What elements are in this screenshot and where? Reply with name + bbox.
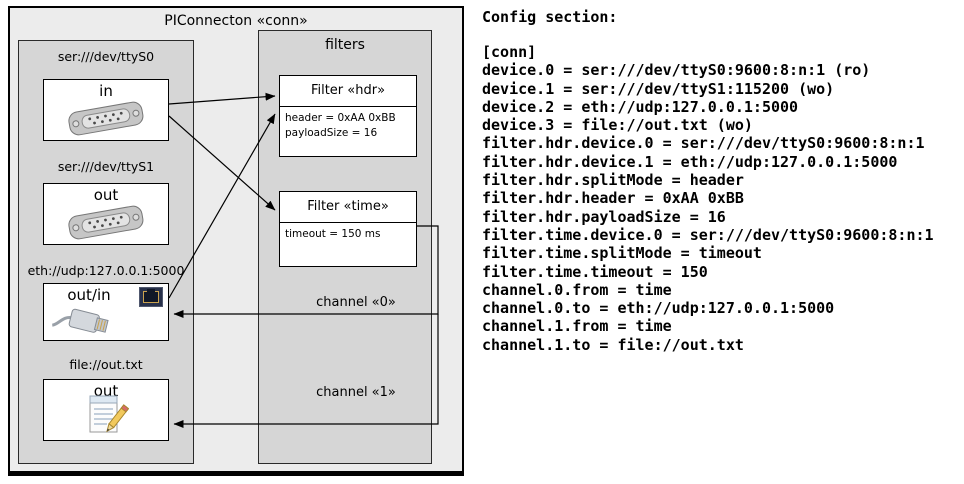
device-box-ttys1: out xyxy=(43,183,169,245)
filters-panel: filters Filter «hdr» header = 0xAA 0xBB … xyxy=(258,30,432,464)
device-box-file: out xyxy=(43,379,169,441)
device-address-eth: eth://udp:127.0.0.1:5000 xyxy=(27,263,185,278)
device-port-label: in xyxy=(99,82,113,100)
filter-title: Filter «time» xyxy=(307,199,389,214)
ethernet-jack-icon xyxy=(139,287,163,307)
filter-property: timeout = 150 ms xyxy=(285,228,381,240)
config-lines: [conn] device.0 = ser:///dev/ttyS0:9600:… xyxy=(482,43,934,354)
config-section: Config section: [conn] device.0 = ser://… xyxy=(482,8,960,354)
devices-panel: ser:///dev/ttyS0 in ser:///dev/ttyS1 xyxy=(18,40,194,464)
document-icon xyxy=(89,395,129,433)
diagram-title: PIConnecton «conn» xyxy=(164,13,308,29)
filter-box-hdr: Filter «hdr» header = 0xAA 0xBB payloadS… xyxy=(279,75,417,157)
filter-property: header = 0xAA 0xBB xyxy=(285,112,396,124)
device-port-label: out/in xyxy=(67,286,111,304)
serial-port-icon xyxy=(68,101,144,136)
device-address-file: file://out.txt xyxy=(69,357,143,372)
device-box-ttys0: in xyxy=(43,79,169,141)
filters-panel-title: filters xyxy=(325,37,365,53)
filter-separator xyxy=(280,106,416,107)
filter-box-time: Filter «time» timeout = 150 ms xyxy=(279,191,417,267)
device-address-ttys1: ser:///dev/ttyS1 xyxy=(57,159,155,174)
device-box-eth: out/in xyxy=(43,283,169,341)
device-address-ttys0: ser:///dev/ttyS0 xyxy=(57,49,155,64)
filter-property: payloadSize = 16 xyxy=(285,127,378,139)
channel-1-label: channel «1» xyxy=(316,385,396,400)
config-heading: Config section: xyxy=(482,8,618,26)
channel-0-label: channel «0» xyxy=(316,295,396,310)
filter-separator xyxy=(280,222,416,223)
device-port-label: out xyxy=(93,186,119,204)
serial-port-icon xyxy=(68,205,144,240)
filter-title: Filter «hdr» xyxy=(310,83,386,98)
ethernet-plug-icon xyxy=(52,308,109,333)
